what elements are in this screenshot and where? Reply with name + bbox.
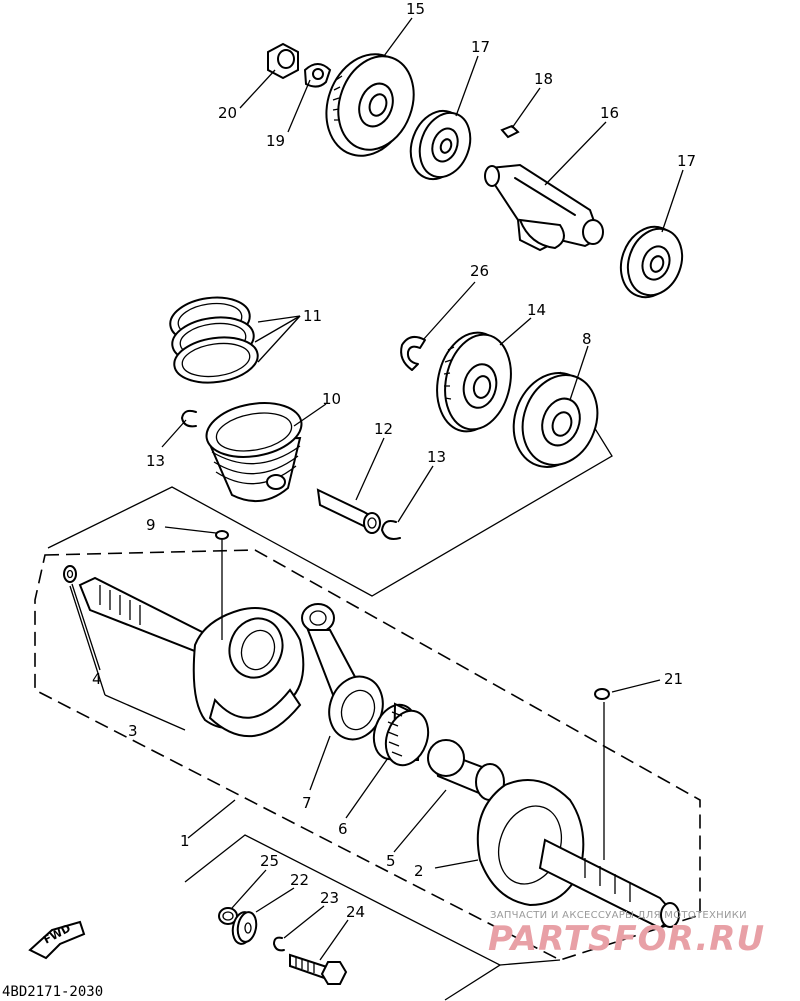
- callout-17-right: 17: [677, 152, 696, 170]
- part-15-drive-gear: [325, 53, 415, 157]
- fwd-arrow-icon: FWD: [28, 920, 86, 960]
- part-20-nut: [267, 42, 299, 80]
- callout-labels: 15 20 19 17 18 16 17 11 26 14 8 10 13 12…: [92, 0, 696, 921]
- part-9-key: [215, 530, 229, 540]
- part-12-piston-pin: [316, 488, 381, 534]
- callout-11: 11: [303, 307, 322, 325]
- part-14-gear: [436, 331, 512, 433]
- part-2-crankshaft-right: [476, 779, 680, 930]
- part-16-balancer-shaft: [484, 163, 604, 252]
- callout-2: 2: [414, 862, 424, 880]
- part-11-piston-rings: [169, 296, 259, 384]
- callout-21: 21: [664, 670, 683, 688]
- part-7-connecting-rod: [301, 603, 384, 741]
- part-10-piston: [205, 402, 303, 503]
- crankshaft-assembly-outline: [34, 549, 701, 961]
- watermark-line1: ЗАПЧАСТИ И АКСЕССУАРЫ ДЛЯ МОТОТЕХНИКИ: [490, 910, 747, 921]
- part-18-key: [500, 124, 520, 139]
- part-code: 4BD2171-2030: [2, 984, 103, 1000]
- callout-7: 7: [302, 794, 312, 812]
- callout-10: 10: [322, 390, 341, 408]
- bolt-group-outline: [184, 834, 502, 1001]
- part-17-bearing-upper: [409, 109, 472, 181]
- part-24-bolt: [289, 953, 348, 985]
- callout-5: 5: [386, 852, 396, 870]
- part-8-bearing: [512, 372, 599, 468]
- callout-15: 15: [406, 0, 425, 18]
- part-6-needle-bearing: [372, 702, 430, 767]
- part-3-crankshaft-left: [78, 576, 305, 738]
- watermark: ЗАПЧАСТИ И АКСЕССУАРЫ ДЛЯ МОТОТЕХНИКИ PA…: [488, 910, 765, 959]
- callout-8: 8: [582, 330, 592, 348]
- callout-22: 22: [290, 871, 309, 889]
- part-22-washer: [231, 911, 258, 945]
- callout-6: 6: [338, 820, 348, 838]
- bolt-group-outline-join: [499, 959, 561, 966]
- callout-16: 16: [600, 104, 619, 122]
- part-13-clip-right: [381, 520, 401, 540]
- callout-13-right: 13: [427, 448, 446, 466]
- callout-20: 20: [218, 104, 237, 122]
- watermark-line2: PARTSFOR.RU: [488, 919, 765, 959]
- callout-13-left: 13: [146, 452, 165, 470]
- callout-25: 25: [260, 852, 279, 870]
- part-23-washer: [273, 936, 285, 952]
- part-21-key: [594, 688, 610, 700]
- part-17-bearing-right: [619, 225, 684, 299]
- callout-1: 1: [180, 832, 190, 850]
- part-4-washer: [63, 565, 77, 583]
- part-26-circlip: [400, 335, 426, 371]
- part-19-lock-washer: [303, 63, 332, 88]
- part-13-clip-left: [181, 409, 197, 428]
- callout-18: 18: [534, 70, 553, 88]
- callout-4: 4: [92, 670, 102, 688]
- callout-14: 14: [527, 301, 546, 319]
- callout-19: 19: [266, 132, 285, 150]
- callout-23: 23: [320, 889, 339, 907]
- part-5-crank-pin: [427, 739, 505, 802]
- callout-9: 9: [146, 516, 156, 534]
- callout-3: 3: [128, 722, 138, 740]
- callout-26: 26: [470, 262, 489, 280]
- callout-17-upper: 17: [471, 38, 490, 56]
- callout-24: 24: [346, 903, 365, 921]
- leader-lines: [69, 17, 684, 961]
- callout-12: 12: [374, 420, 393, 438]
